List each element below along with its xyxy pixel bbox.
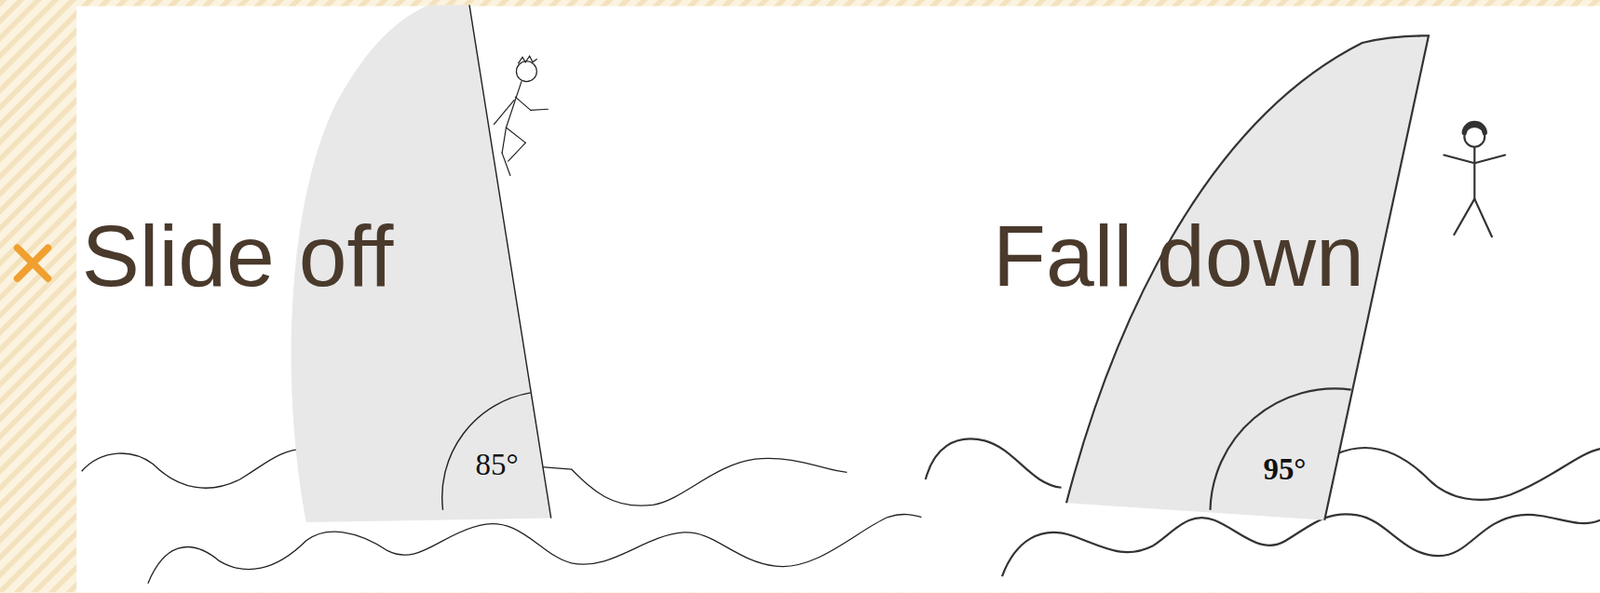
angle-arc — [442, 393, 531, 511]
stick-figure-falling — [1443, 123, 1506, 238]
fin-edge — [469, 4, 552, 518]
slide-heading: Fall down — [992, 212, 1365, 299]
stick-figure-climbing — [493, 55, 548, 176]
angle-arc — [1210, 388, 1352, 510]
slide-heading: Slide off — [81, 212, 394, 299]
angle-label: 95° — [1262, 454, 1306, 486]
angle-label: 85° — [475, 448, 519, 480]
bullet-marker — [17, 247, 49, 279]
